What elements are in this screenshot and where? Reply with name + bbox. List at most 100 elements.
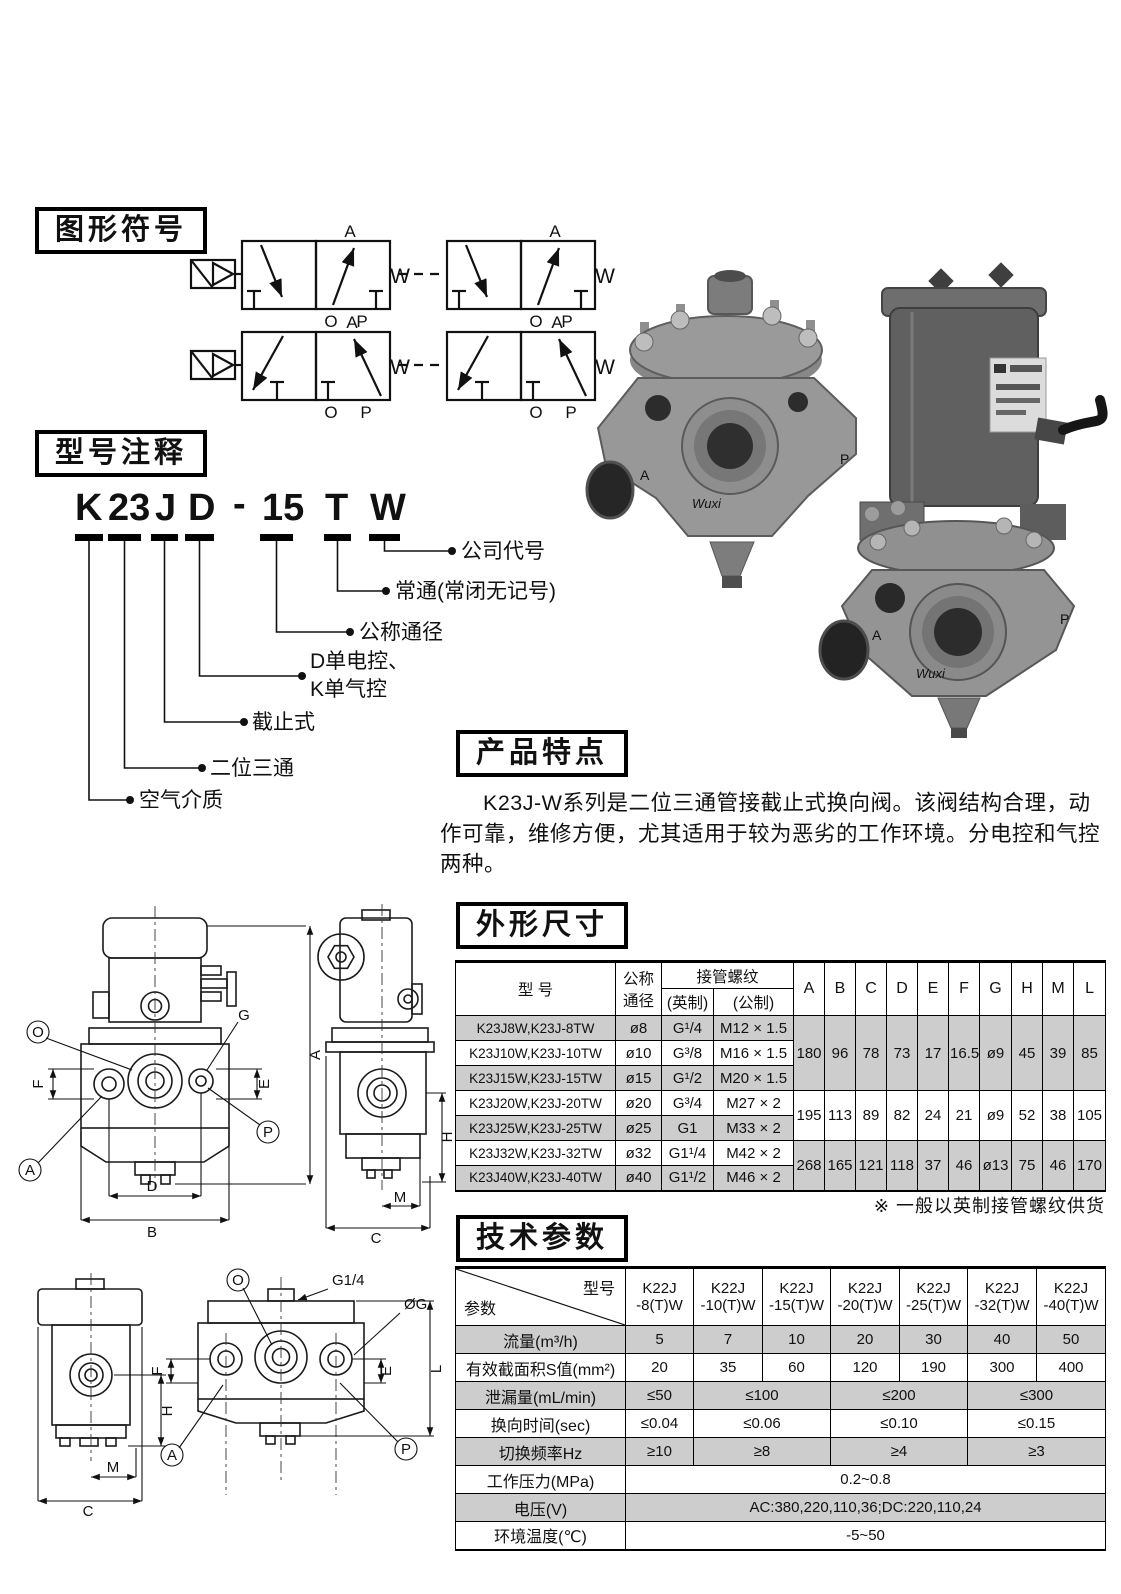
dim-row: K23J15W,K23J-15TW ø15 G¹/2 M20 × 1.5	[455, 1065, 1106, 1091]
cell: ≤300	[967, 1381, 1106, 1410]
cell: 190	[899, 1353, 968, 1382]
tech-col-header: K22J-8(T)W	[625, 1267, 694, 1326]
col-header-dim: F	[948, 961, 981, 1016]
port-o-label: O	[324, 403, 337, 421]
port-o-label: O	[529, 312, 542, 330]
model-segment: T	[325, 487, 349, 529]
valve-symbol-solenoid-1: A O P W	[189, 225, 410, 330]
tech-row-area: 有效截面积S值(mm²) 20 35 60 120 190 300 400	[455, 1353, 1106, 1382]
tech-col-header: K22J-32(T)W	[967, 1267, 1037, 1326]
cell: ≤0.04	[625, 1409, 694, 1438]
cast-port-a-label: A	[872, 627, 882, 643]
spring-w-label: W	[390, 265, 410, 288]
cell-dim-e: 17	[917, 1015, 950, 1091]
cell-dim-e: 37	[917, 1140, 950, 1191]
port-p-label: P	[356, 312, 367, 330]
section-title-text: 型号注释	[55, 437, 188, 469]
cell-dim-l: 170	[1073, 1140, 1107, 1191]
cell: ≥4	[830, 1437, 968, 1466]
col-header-dim: D	[886, 961, 919, 1016]
dim-h-label: H	[439, 1132, 455, 1143]
port-a-label: A	[344, 225, 356, 241]
dim-f-label: F	[149, 1366, 166, 1375]
callout-two-position-three-way: 二位三通	[210, 757, 294, 780]
model-underline	[75, 534, 103, 541]
diagonal-divider	[456, 1269, 625, 1325]
callout-company-code: 公司代号	[461, 540, 545, 563]
cell-dim-c: 89	[855, 1090, 888, 1141]
cell-dim-d: 73	[886, 1015, 919, 1091]
cell-dn: ø8	[615, 1015, 662, 1041]
tech-row-leak: 泄漏量(mL/min) ≤50 ≤100 ≤200 ≤300	[455, 1381, 1106, 1410]
dim-g-label: G	[238, 1007, 250, 1024]
cell: ≥3	[967, 1437, 1106, 1466]
spring-w-label: W	[595, 265, 615, 288]
cell: AC:380,220,110,36;DC:220,110,24	[625, 1493, 1106, 1522]
cell-dim-l: 105	[1073, 1090, 1107, 1141]
cell-metric: M16 × 1.5	[712, 1040, 795, 1066]
cell-inch: G1¹/2	[661, 1165, 714, 1191]
dim-h-label: H	[159, 1406, 176, 1417]
col-header-metric: (公制)	[712, 988, 795, 1016]
port-p-label: P	[565, 403, 576, 421]
dim-m-label: M	[394, 1189, 407, 1206]
cell: 60	[762, 1353, 831, 1382]
cell-dim-l: 85	[1073, 1015, 1107, 1091]
cell-model: K23J32W,K23J-32TW	[455, 1140, 616, 1166]
cell: -5~50	[625, 1521, 1106, 1550]
col-header-dn: 公称通径	[615, 961, 662, 1016]
corner-header: 型号 参数	[455, 1267, 626, 1326]
corner-model-label: 型号	[582, 1281, 615, 1298]
cell-dim-b: 165	[824, 1140, 857, 1191]
cable	[1058, 395, 1108, 435]
cell-dim-c: 121	[855, 1140, 888, 1191]
cell: ≥8	[693, 1437, 831, 1466]
cell: 40	[967, 1325, 1037, 1354]
section-title-product-features: 产品特点	[456, 730, 629, 778]
cell-inch: G1	[661, 1115, 714, 1141]
cell-inch: G¹/4	[661, 1015, 714, 1041]
tech-row-voltage: 电压(V) AC:380,220,110,36;DC:220,110,24	[455, 1493, 1106, 1522]
port-a-callout: A	[167, 1447, 177, 1464]
dim-a-label: A	[307, 1050, 324, 1060]
col-header-dim: G	[979, 961, 1013, 1016]
dim-b-label: B	[147, 1224, 157, 1241]
dim-row: K23J8W,K23J-8TW ø8 G¹/4 M12 × 1.5 180 96…	[455, 1015, 1107, 1091]
cell-model: K23J10W,K23J-10TW	[455, 1040, 616, 1066]
dim-og-label: ØG	[404, 1296, 427, 1313]
cell: 7	[693, 1325, 763, 1354]
cell-model: K23J20W,K23J-20TW	[455, 1090, 616, 1116]
port-a-label: A	[549, 225, 561, 241]
tech-col-header: K22J-25(T)W	[899, 1267, 968, 1326]
port-p-label: P	[561, 312, 572, 330]
cell: 300	[967, 1353, 1037, 1382]
port-p-callout: P	[263, 1124, 273, 1141]
tech-row-freq: 切换频率Hz ≥10 ≥8 ≥4 ≥3	[455, 1437, 1106, 1466]
valve-symbol-pilot-2: A O P W	[398, 316, 615, 421]
callout-normally-open: 常通(常闭无记号)	[395, 580, 556, 603]
cell-metric: M12 × 1.5	[712, 1015, 795, 1041]
dim-f-label: F	[30, 1079, 47, 1088]
col-header-dim: H	[1011, 961, 1044, 1016]
cell-dim-d: 118	[886, 1140, 919, 1191]
port-o-callout: O	[232, 1272, 244, 1289]
cell-dim-f: 46	[948, 1140, 981, 1191]
valve-symbol-pilot-1: A O P W	[398, 225, 615, 330]
section-title-text: 图形符号	[55, 214, 188, 246]
section-title-text: 产品特点	[476, 737, 609, 769]
dim-row: K23J40W,K23J-40TW ø40 G1¹/2 M46 × 2	[455, 1165, 1106, 1191]
photo-valve-pneumatic: A P Wuxi	[585, 270, 857, 588]
dim-header-row-1: 型 号 公称通径 接管螺纹 A B C D E F G H M L	[455, 961, 1107, 1016]
cell: 30	[899, 1325, 968, 1354]
model-underline	[324, 534, 351, 541]
section-title-dimensions: 外形尺寸	[456, 902, 629, 950]
cell-dim-f: 16.5	[948, 1015, 981, 1091]
cell: 0.2~0.8	[625, 1465, 1106, 1494]
param-label: 流量(m³/h)	[455, 1325, 626, 1354]
model-underline	[185, 534, 214, 541]
param-label: 泄漏量(mL/min)	[455, 1381, 626, 1410]
section-title-text: 外形尺寸	[476, 909, 609, 941]
cast-port-p-label: P	[840, 451, 849, 467]
cell-dn: ø25	[615, 1115, 662, 1141]
cell-metric: M20 × 1.5	[712, 1065, 795, 1091]
